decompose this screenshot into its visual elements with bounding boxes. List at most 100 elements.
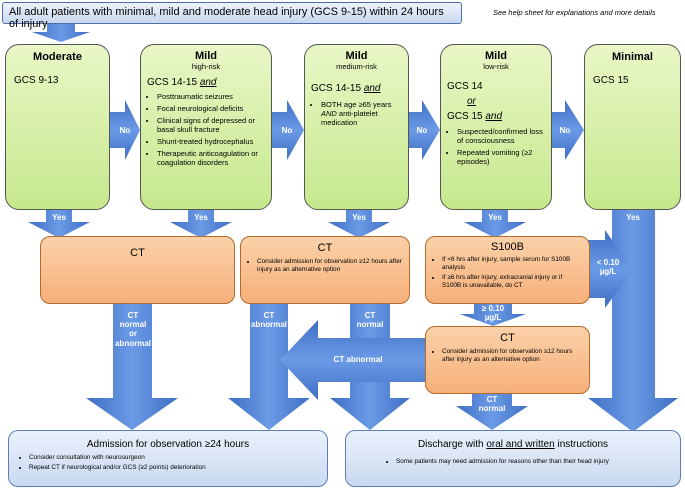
arrow-title-down <box>32 24 90 42</box>
mild-low-gcs-b: GCS 15 and <box>447 111 545 122</box>
s100b-title: S100B <box>490 241 525 253</box>
mild-low-list: Suspected/confirmed loss of consciousnes… <box>447 127 545 166</box>
list-item: Clinical signs of depressed or basal sku… <box>157 116 265 134</box>
admission-list: Consider consultation with neurosurgeon … <box>19 454 317 472</box>
arrow-yes-minimal <box>588 208 678 432</box>
s100b-list: If <6 hrs after injury, sample serum for… <box>432 256 583 290</box>
label-no-1: No <box>119 126 131 135</box>
label-line: ≥ 0.10 <box>481 304 505 313</box>
discharge-box: Discharge with oral and written instruct… <box>345 430 681 487</box>
arrow-yes-4 <box>464 208 526 238</box>
mild-high-title: Mild <box>195 50 217 62</box>
ct1-title: CT <box>130 247 145 259</box>
list-item: Posttraumatic seizures <box>157 92 265 101</box>
list-item: Therapeutic anticoagulation or coagulati… <box>157 149 265 167</box>
mild-high-gcs: GCS 14-15 and <box>147 77 265 88</box>
mild-medium-subtitle: medium-risk <box>336 62 377 71</box>
arrow-ct1-down <box>86 302 178 430</box>
label-line: normal <box>478 404 506 414</box>
label-s100b-low: < 0.10 µg/L <box>590 258 626 276</box>
mild-medium-risk-box: Mild medium-risk GCS 14-15 and BOTH age … <box>304 44 409 210</box>
label-ct-abnormal-wide: CT abnormal <box>333 355 383 364</box>
mild-medium-item-pre: BOTH age ≥65 years <box>321 100 392 109</box>
mild-medium-list: BOTH age ≥65 years AND anti-platelet med… <box>311 100 402 127</box>
mild-medium-gcs-and: and <box>363 83 381 94</box>
mild-high-list: Posttraumatic seizures Focal neurologica… <box>147 92 265 167</box>
list-item: Repeated vomiting (≥2 episodes) <box>457 148 545 166</box>
list-item: If <6 hrs after injury, sample serum for… <box>442 256 583 272</box>
arrow-ct3-normal <box>456 394 528 430</box>
label-line: normal <box>119 320 147 330</box>
arrow-no-4 <box>550 100 584 160</box>
mild-high-subtitle: high-risk <box>191 62 221 71</box>
minimal-title: Minimal <box>612 51 653 63</box>
mild-low-or: or <box>467 96 545 107</box>
arrow-yes-3 <box>328 208 390 238</box>
discharge-title: Discharge with oral and written instruct… <box>356 439 670 450</box>
list-item: Suspected/confirmed loss of consciousnes… <box>457 127 545 145</box>
list-item: Some patients may need admission for rea… <box>396 458 670 466</box>
mild-high-gcs-and: and <box>199 77 217 88</box>
mild-low-or-text: or <box>467 96 476 107</box>
label-yes-3: Yes <box>352 213 366 222</box>
header-bar: All adult patients with minimal, mild an… <box>2 2 462 30</box>
ct2-list: Consider admission for observation ≥12 h… <box>247 258 403 274</box>
label-yes-4: Yes <box>488 213 502 222</box>
mild-low-gcs-b-and: and <box>485 111 503 122</box>
moderate-box: Moderate GCS 9-13 <box>5 44 110 210</box>
label-line: CT <box>127 311 139 320</box>
label-ct-normal-or-abnormal: CT normal or abnormal <box>112 311 154 348</box>
ct3-note: Consider admission for observation ≥12 h… <box>442 348 583 364</box>
arrow-no-1 <box>110 100 140 160</box>
label-ct-abnormal: CT abnormal <box>249 311 289 329</box>
ct3-list: Consider admission for observation ≥12 h… <box>432 348 583 364</box>
admission-title: Admission for observation ≥24 hours <box>86 439 250 450</box>
label-s100b-high: ≥ 0.10 µg/L <box>470 304 516 322</box>
label-line: abnormal <box>250 320 287 330</box>
header-title: All adult patients with minimal, mild an… <box>9 6 444 30</box>
arrow-yes-1 <box>28 208 90 238</box>
minimal-gcs: GCS 15 <box>593 75 629 86</box>
mild-medium-item-post: anti-platelet medication <box>321 109 378 127</box>
arrow-no-2 <box>272 100 304 160</box>
label-line: or <box>129 329 137 339</box>
moderate-title: Moderate <box>33 51 82 63</box>
mild-low-gcs-a: GCS 14 <box>447 81 483 92</box>
arrow-s100b-high <box>460 302 526 326</box>
list-item: Repeat CT if neurological and/or GCS (≥2… <box>29 464 317 472</box>
label-line: CT <box>263 311 275 320</box>
arrow-no-3 <box>407 100 440 160</box>
mild-low-risk-box: Mild low-risk GCS 14 or GCS 15 and Suspe… <box>440 44 552 210</box>
mild-medium-item-and: AND <box>321 109 337 118</box>
label-line: CT <box>486 395 498 404</box>
mild-low-gcs-b-text: GCS 15 <box>447 111 486 122</box>
label-yes-minimal: Yes <box>626 213 640 222</box>
discharge-list: Some patients may need admission for rea… <box>356 458 670 466</box>
minimal-box: Minimal GCS 15 <box>584 44 681 210</box>
label-line: normal <box>356 320 384 330</box>
mild-high-risk-box: Mild high-risk GCS 14-15 and Posttraumat… <box>140 44 272 210</box>
arrow-yes-2 <box>170 208 232 238</box>
mild-medium-title: Mild <box>345 50 368 62</box>
label-line: CT <box>364 311 376 320</box>
ct-box-1: CT <box>40 236 235 304</box>
ct-box-3: CT Consider admission for observation ≥1… <box>425 326 590 394</box>
list-item: BOTH age ≥65 years AND anti-platelet med… <box>321 100 402 127</box>
mild-medium-gcs-text: GCS 14-15 <box>311 83 364 94</box>
label-line: abnormal <box>114 338 151 348</box>
label-line: µg/L <box>484 313 502 323</box>
arrow-s100b-low <box>588 230 633 308</box>
label-line: µg/L <box>599 267 617 277</box>
mild-low-subtitle: low-risk <box>483 62 509 71</box>
mild-low-title: Mild <box>485 50 507 62</box>
ct3-title: CT <box>500 332 515 344</box>
label-no-4: No <box>559 126 571 135</box>
help-note: See help sheet for explanations and more… <box>493 8 656 17</box>
list-item: If ≥6 hrs after injury, extracranial inj… <box>442 274 583 290</box>
s100b-box: S100B If <6 hrs after injury, sample ser… <box>425 236 590 304</box>
mild-high-gcs-text: GCS 14-15 <box>147 77 200 88</box>
mild-medium-gcs: GCS 14-15 and <box>311 83 402 94</box>
label-yes-1: Yes <box>52 213 66 222</box>
discharge-title-pre: Discharge with <box>417 439 487 450</box>
